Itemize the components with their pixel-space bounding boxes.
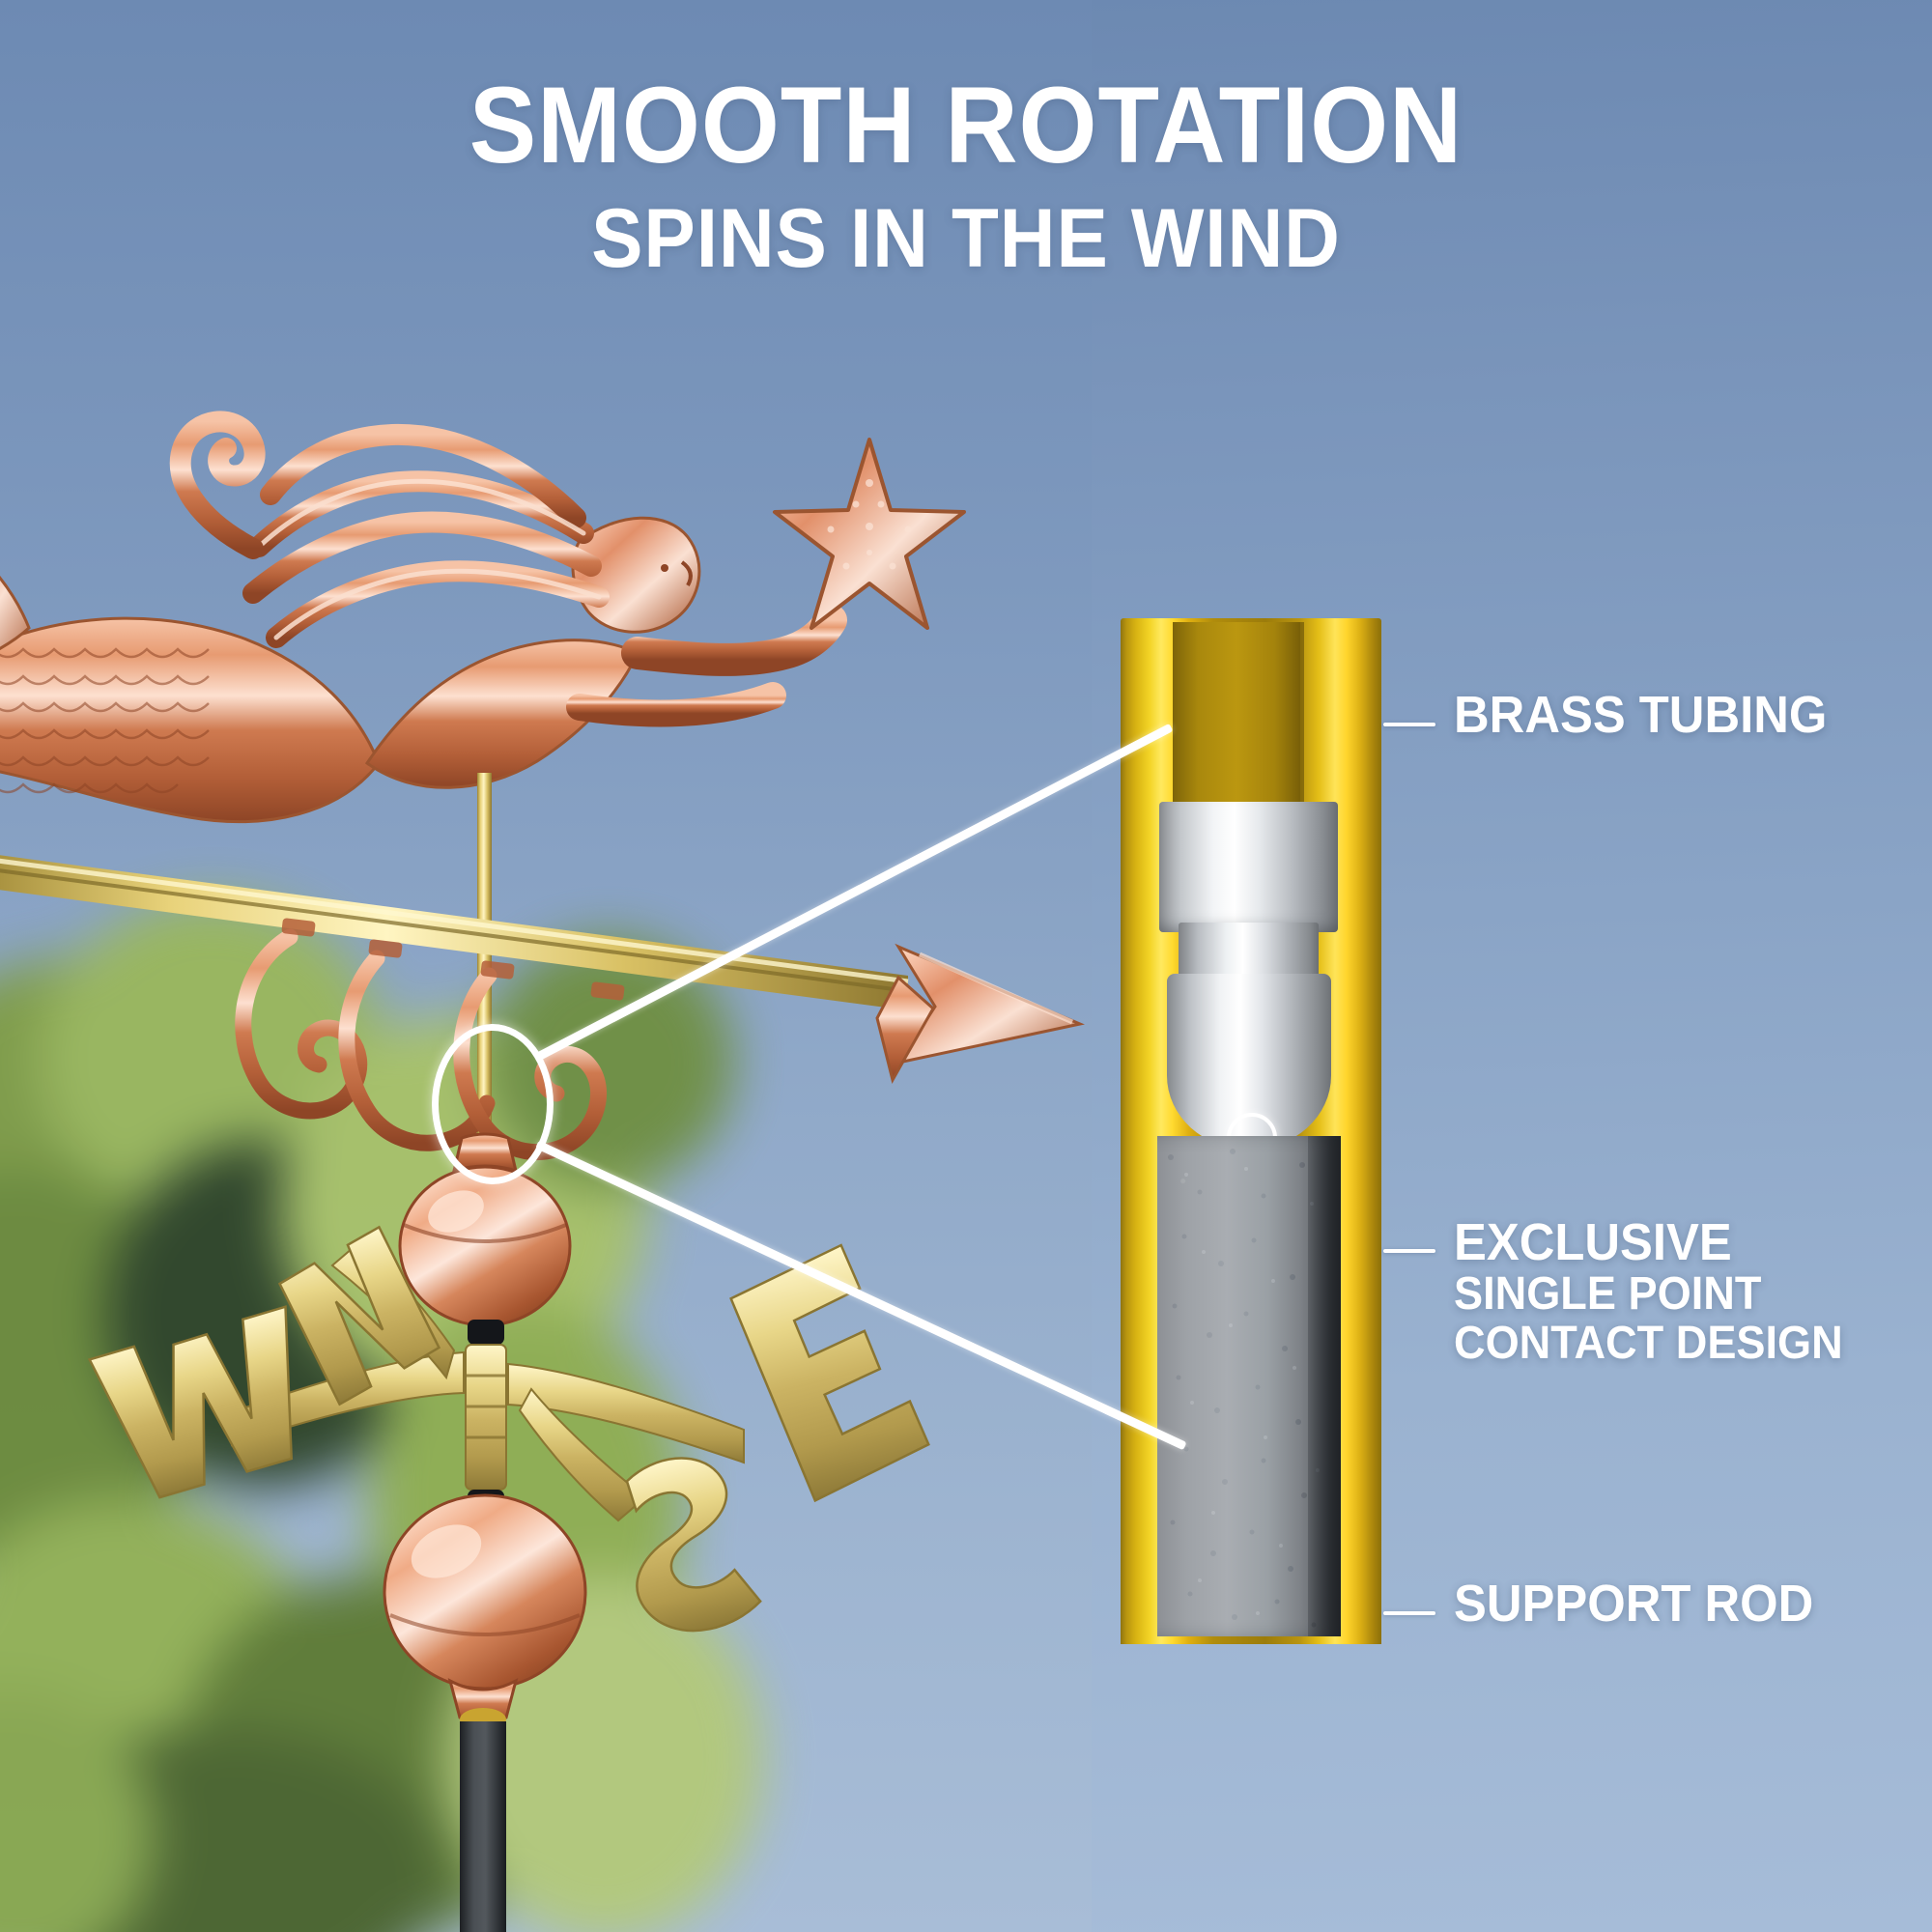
weathervane-illustration xyxy=(0,411,1085,1932)
callout-brass-tubing-line-1: BRASS TUBING xyxy=(1454,686,1828,744)
tube-bore-interior xyxy=(1173,622,1300,806)
starfish-ornament xyxy=(773,438,966,630)
mermaid-figure xyxy=(0,411,847,824)
chrome-bushing-collar xyxy=(1159,802,1338,932)
leader-dash-support-rod xyxy=(1383,1611,1435,1615)
support-rod-core xyxy=(1157,1136,1341,1636)
leader-dash-single-point xyxy=(1383,1249,1435,1253)
detail-zone-circle xyxy=(432,1024,554,1184)
callout-brass-tubing: BRASS TUBING xyxy=(1454,688,1851,743)
lower-copper-globe xyxy=(383,1493,587,1724)
callout-single-point-line-3: CONTACT DESIGN xyxy=(1454,1318,1843,1370)
mounting-pole xyxy=(460,1708,506,1932)
callout-support-rod-line-1: SUPPORT ROD xyxy=(1454,1575,1814,1633)
callout-single-point-line-1: EXCLUSIVE xyxy=(1454,1213,1732,1271)
wind-arrow xyxy=(0,855,1085,1085)
chrome-pivot-waist xyxy=(1179,923,1319,982)
scroll-mount-clips xyxy=(281,918,625,1001)
brass-tube-cutaway xyxy=(1121,618,1381,1650)
tube-edge-shadow xyxy=(1300,622,1304,806)
product-photo-background xyxy=(0,0,1092,1932)
callout-support-rod: SUPPORT ROD xyxy=(1454,1577,1836,1632)
rod-inner-shadow xyxy=(1308,1136,1341,1636)
leader-dash-brass-tubing xyxy=(1383,723,1435,726)
directional-hub xyxy=(465,1320,507,1513)
callout-single-point-line-2: SINGLE POINT xyxy=(1454,1268,1762,1321)
compass-letters xyxy=(87,1225,930,1633)
callout-single-point-contact: EXCLUSIVE SINGLE POINT CONTACT DESIGN xyxy=(1454,1213,1867,1370)
